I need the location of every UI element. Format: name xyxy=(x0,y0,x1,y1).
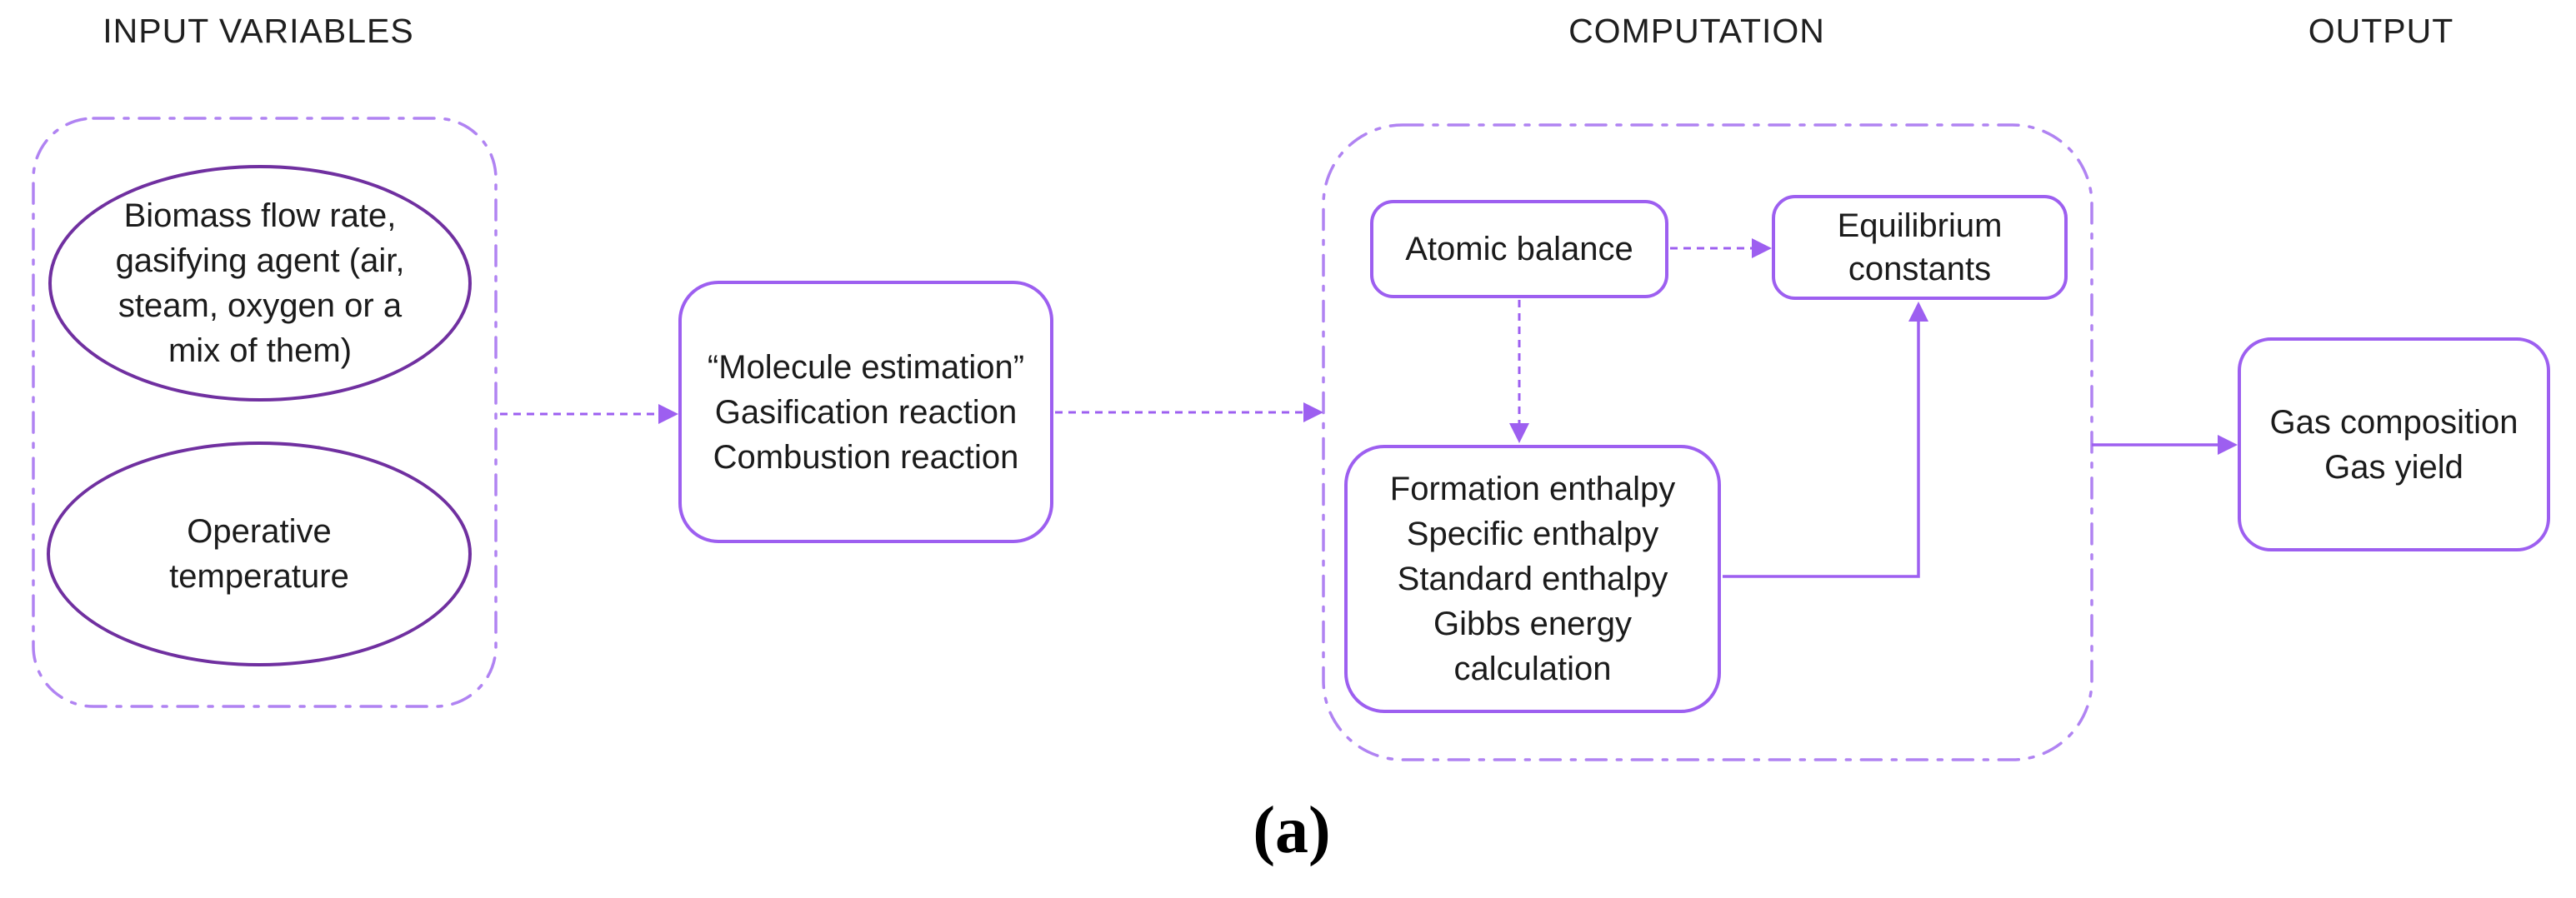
node-equilibrium-constants-text: Equilibrium constants xyxy=(1837,207,2003,287)
arrow-atomic-to-equilibrium xyxy=(1670,238,1772,258)
node-molecule-estimation: “Molecule estimation” Gasification react… xyxy=(678,281,1053,543)
arrow-enthalpy-to-equilibrium xyxy=(1723,302,1928,578)
node-enthalpy-gibbs-text: Formation enthalpy Specific enthalpy Sta… xyxy=(1389,471,1676,687)
node-equilibrium-constants: Equilibrium constants xyxy=(1772,195,2068,300)
arrow-molecule-to-computation xyxy=(1055,402,1323,422)
node-gas-output-text: Gas composition Gas yield xyxy=(2269,403,2518,486)
figure-caption: (a) xyxy=(1253,794,1331,867)
section-label-input-variables: INPUT VARIABLES xyxy=(103,12,414,50)
arrow-input-to-molecule xyxy=(500,404,678,424)
arrow-computation-to-output xyxy=(2092,435,2238,455)
node-operative-temperature-text: Operative temperature xyxy=(169,513,349,595)
node-atomic-balance-text: Atomic balance xyxy=(1405,231,1633,267)
section-label-output: OUTPUT xyxy=(2308,12,2454,50)
node-gas-output: Gas composition Gas yield xyxy=(2238,337,2550,551)
node-molecule-estimation-text: “Molecule estimation” Gasification react… xyxy=(707,348,1025,476)
node-operative-temperature: Operative temperature xyxy=(47,442,472,666)
section-label-computation: COMPUTATION xyxy=(1568,12,1825,50)
node-atomic-balance: Atomic balance xyxy=(1370,200,1668,298)
node-biomass-flow-rate: Biomass flow rate, gasifying agent (air,… xyxy=(48,165,472,402)
node-biomass-flow-rate-text: Biomass flow rate, gasifying agent (air,… xyxy=(115,197,405,369)
node-enthalpy-gibbs: Formation enthalpy Specific enthalpy Sta… xyxy=(1344,445,1721,713)
arrow-atomic-to-enthalpy xyxy=(1509,300,1529,443)
